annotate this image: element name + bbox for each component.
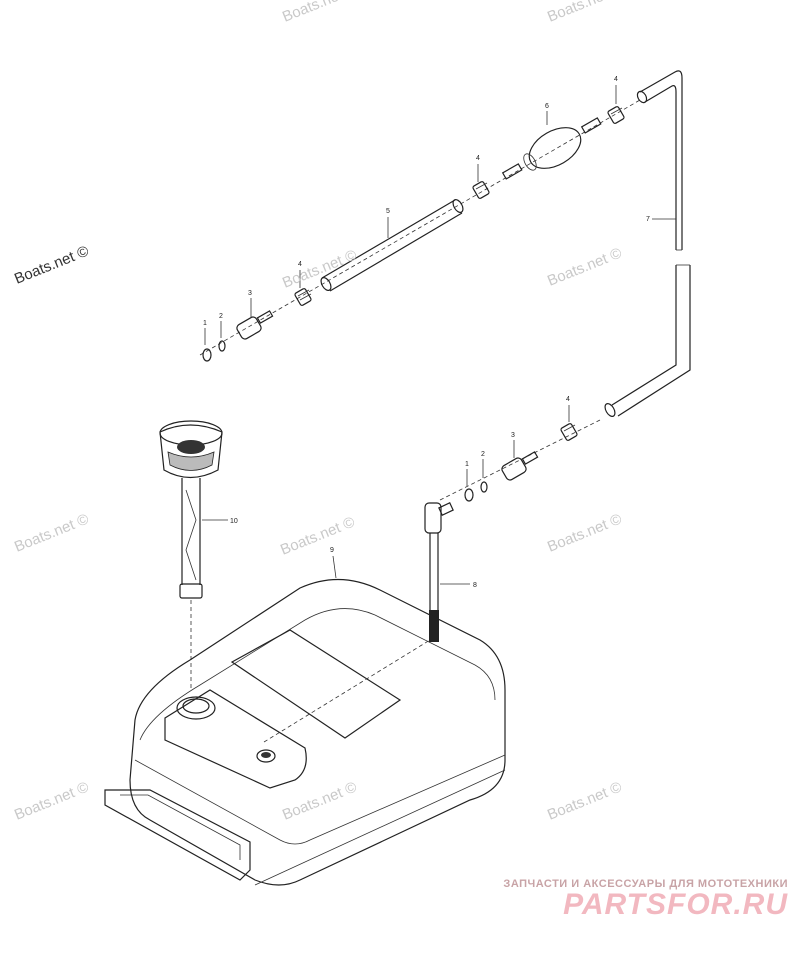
partsfor-banner: ЗАПЧАСТИ И АКСЕССУАРЫ ДЛЯ МОТОТЕХНИКИ PA… [503, 878, 788, 920]
part-2-washer [480, 481, 488, 493]
part-1-o-ring [464, 488, 474, 502]
svg-text:7: 7 [646, 216, 650, 223]
svg-text:10: 10 [230, 518, 238, 525]
callout-3: 3 [248, 290, 252, 318]
callout-10: 10 [202, 518, 238, 525]
callout-9: 9 [330, 547, 337, 579]
part-10-fuel-gauge: 10 [159, 420, 238, 690]
callout-4: 4 [476, 155, 480, 182]
part-5-hose [320, 199, 464, 292]
svg-text:8: 8 [473, 582, 477, 589]
svg-text:6: 6 [545, 103, 549, 110]
callout-2: 2 [481, 451, 485, 478]
part-4-clamp [294, 288, 312, 306]
part-7-hose [604, 70, 691, 417]
upper-fuel-line-assembly: 1 2 3 4 5 4 6 4 7 [199, 70, 691, 417]
callout-5: 5 [386, 208, 390, 238]
callout-4: 4 [298, 261, 302, 288]
callout-6: 6 [545, 103, 549, 125]
svg-text:4: 4 [614, 76, 618, 83]
callout-3: 3 [511, 432, 515, 458]
svg-text:2: 2 [481, 451, 485, 458]
part-4-clamp [472, 181, 490, 199]
svg-text:3: 3 [511, 432, 515, 439]
part-1-o-ring [202, 348, 212, 362]
svg-text:4: 4 [298, 261, 302, 268]
banner-tagline: ЗАПЧАСТИ И АКСЕССУАРЫ ДЛЯ МОТОТЕХНИКИ [503, 878, 788, 890]
svg-text:3: 3 [248, 290, 252, 297]
callout-7: 7 [646, 216, 676, 223]
callout-4: 4 [614, 76, 618, 104]
svg-text:5: 5 [386, 208, 390, 215]
part-6-primer-bulb [501, 117, 602, 180]
part-4-clamp [560, 423, 578, 441]
callout-2: 2 [219, 313, 223, 338]
svg-text:4: 4 [476, 155, 480, 162]
svg-text:1: 1 [203, 320, 207, 327]
part-3-connector [501, 451, 539, 481]
part-2-washer [218, 340, 226, 352]
svg-text:1: 1 [465, 461, 469, 468]
part-8-pickup-tube: 8 [424, 502, 477, 642]
callout-4: 4 [566, 396, 570, 422]
part-4-clamp [607, 106, 625, 124]
part-3-connector [236, 310, 274, 340]
svg-text:9: 9 [330, 547, 334, 554]
svg-text:4: 4 [566, 396, 570, 403]
lower-connector-assembly: 1 2 3 4 [439, 396, 601, 502]
callout-1: 1 [465, 461, 469, 486]
part-9-fuel-tank: 9 [104, 547, 506, 886]
callout-8: 8 [440, 582, 477, 589]
svg-text:2: 2 [219, 313, 223, 320]
banner-logo: PARTSFOR.RU [563, 888, 788, 921]
callout-1: 1 [203, 320, 207, 345]
